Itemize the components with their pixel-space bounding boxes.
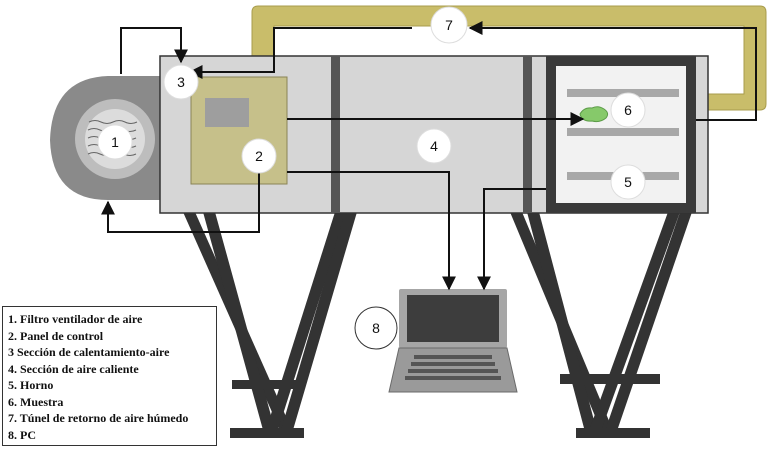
flow-arrows (101, 21, 757, 291)
legend-item: 3 Sección de calentamiento-aire (8, 345, 170, 359)
legend: 1. Filtro ventilador de aire 2. Panel de… (2, 306, 217, 446)
label-6: 6 (610, 92, 646, 128)
control-panel (190, 76, 288, 185)
arrow-oven-to-pc (477, 188, 546, 291)
legend-item: 5. Horno (8, 378, 54, 392)
legend-item: 6. Muestra (8, 394, 64, 409)
control-panel-display (205, 98, 249, 127)
label-5: 5 (610, 164, 646, 200)
return-air-tunnel (251, 5, 767, 111)
label-7: 7 (430, 6, 468, 44)
label-4: 4 (416, 128, 452, 164)
label-8: 8 (354, 306, 398, 350)
label-4-text: 4 (430, 138, 438, 154)
legend-item: 7. Túnel de retorno de aire húmedo (8, 411, 189, 425)
sample (579, 106, 609, 123)
legend-item: 2. Panel de control (8, 328, 104, 343)
oven-tray (567, 89, 679, 97)
label-2: 2 (241, 138, 277, 174)
label-8-text: 8 (372, 320, 380, 336)
label-5-text: 5 (624, 174, 632, 190)
arrow-fan-to-heating (120, 27, 188, 74)
label-3: 3 (163, 64, 199, 100)
oven-tray (567, 128, 679, 136)
label-1-text: 1 (111, 134, 119, 150)
label-7-text: 7 (445, 17, 453, 33)
legend-item: 1. Filtro ventilador de aire (8, 312, 143, 326)
arrow-oven-to-return (468, 21, 757, 121)
support-legs (183, 212, 692, 438)
oven (546, 56, 696, 213)
label-1: 1 (97, 124, 133, 160)
label-2-text: 2 (255, 148, 263, 164)
arrow-panel-to-pc (287, 171, 456, 291)
laptop-pc (388, 289, 518, 393)
arrow-panel-to-fan (101, 170, 260, 233)
label-6-text: 6 (624, 102, 632, 118)
legend-item: 4. Sección de aire caliente (8, 361, 139, 376)
label-3-text: 3 (177, 74, 185, 90)
arrow-return-to-heating (188, 27, 412, 79)
keyboard-icon (405, 355, 501, 380)
legend-item: 8. PC (8, 427, 36, 442)
